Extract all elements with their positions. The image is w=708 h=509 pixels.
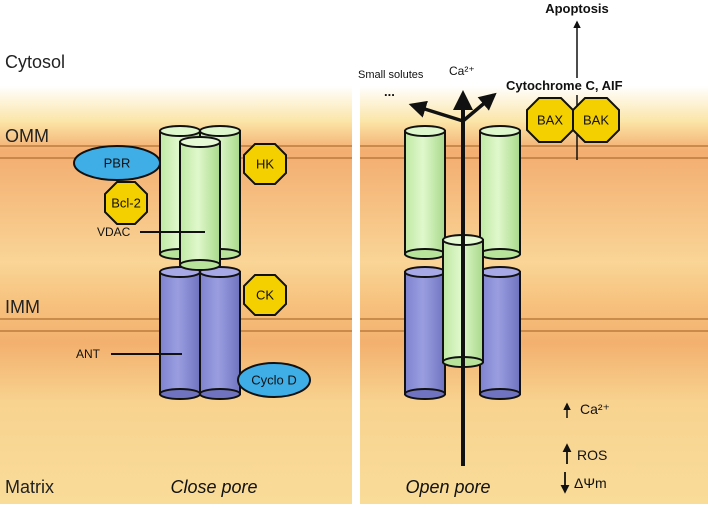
omm-label: OMM bbox=[5, 126, 49, 146]
bax-protein: BAX bbox=[526, 97, 574, 143]
membrane-potential-label: ΔΨm bbox=[574, 475, 607, 491]
bcl2-label: Bcl-2 bbox=[111, 196, 141, 211]
pbr-protein: PBR bbox=[73, 145, 161, 181]
matrix-label: Matrix bbox=[5, 477, 54, 497]
ck-protein: CK bbox=[243, 274, 287, 316]
open-pore-caption: Open pore bbox=[405, 477, 490, 497]
ca-increase-indicator: Ca²⁺ bbox=[563, 401, 610, 418]
right-vdac-cylinders bbox=[404, 125, 521, 260]
ant-label: ANT bbox=[76, 347, 101, 361]
imm-label: IMM bbox=[5, 297, 40, 317]
cytochrome-label: Cytochrome C, AIF bbox=[506, 78, 623, 93]
cytochrome-arrow bbox=[461, 92, 497, 123]
ros-increase-label: ROS bbox=[577, 447, 607, 463]
bcl2-protein: Bcl-2 bbox=[104, 181, 148, 225]
small-solutes-label: Small solutes bbox=[358, 69, 424, 81]
small-solutes-arrow bbox=[408, 100, 464, 123]
panel-divider bbox=[352, 0, 360, 504]
cyclo-d-label: Cyclo D bbox=[251, 373, 297, 388]
ck-label: CK bbox=[256, 288, 274, 303]
vdac-label: VDAC bbox=[97, 225, 131, 239]
left-ant-cylinders bbox=[159, 266, 241, 400]
ca-top-label: Ca²⁺ bbox=[449, 64, 475, 78]
bax-label: BAX bbox=[537, 113, 563, 128]
pbr-label: PBR bbox=[104, 156, 131, 171]
small-solutes-ellipsis: ... bbox=[384, 84, 395, 99]
bak-protein: BAK bbox=[572, 97, 620, 143]
membrane-potential-decrease-indicator: ΔΨm bbox=[560, 472, 607, 494]
left-vdac-cylinders bbox=[159, 125, 241, 271]
ros-increase-indicator: ROS bbox=[562, 443, 607, 464]
apoptosis-label: Apoptosis bbox=[545, 1, 609, 16]
bak-label: BAK bbox=[583, 113, 609, 128]
right-ant-cylinders bbox=[404, 266, 521, 400]
hk-protein: HK bbox=[243, 143, 287, 185]
hk-label: HK bbox=[256, 157, 274, 172]
close-pore-caption: Close pore bbox=[170, 477, 257, 497]
cytosol-label: Cytosol bbox=[5, 52, 65, 72]
cyclo-d-protein: Cyclo D bbox=[237, 362, 311, 398]
ca-increase-label: Ca²⁺ bbox=[580, 401, 610, 417]
